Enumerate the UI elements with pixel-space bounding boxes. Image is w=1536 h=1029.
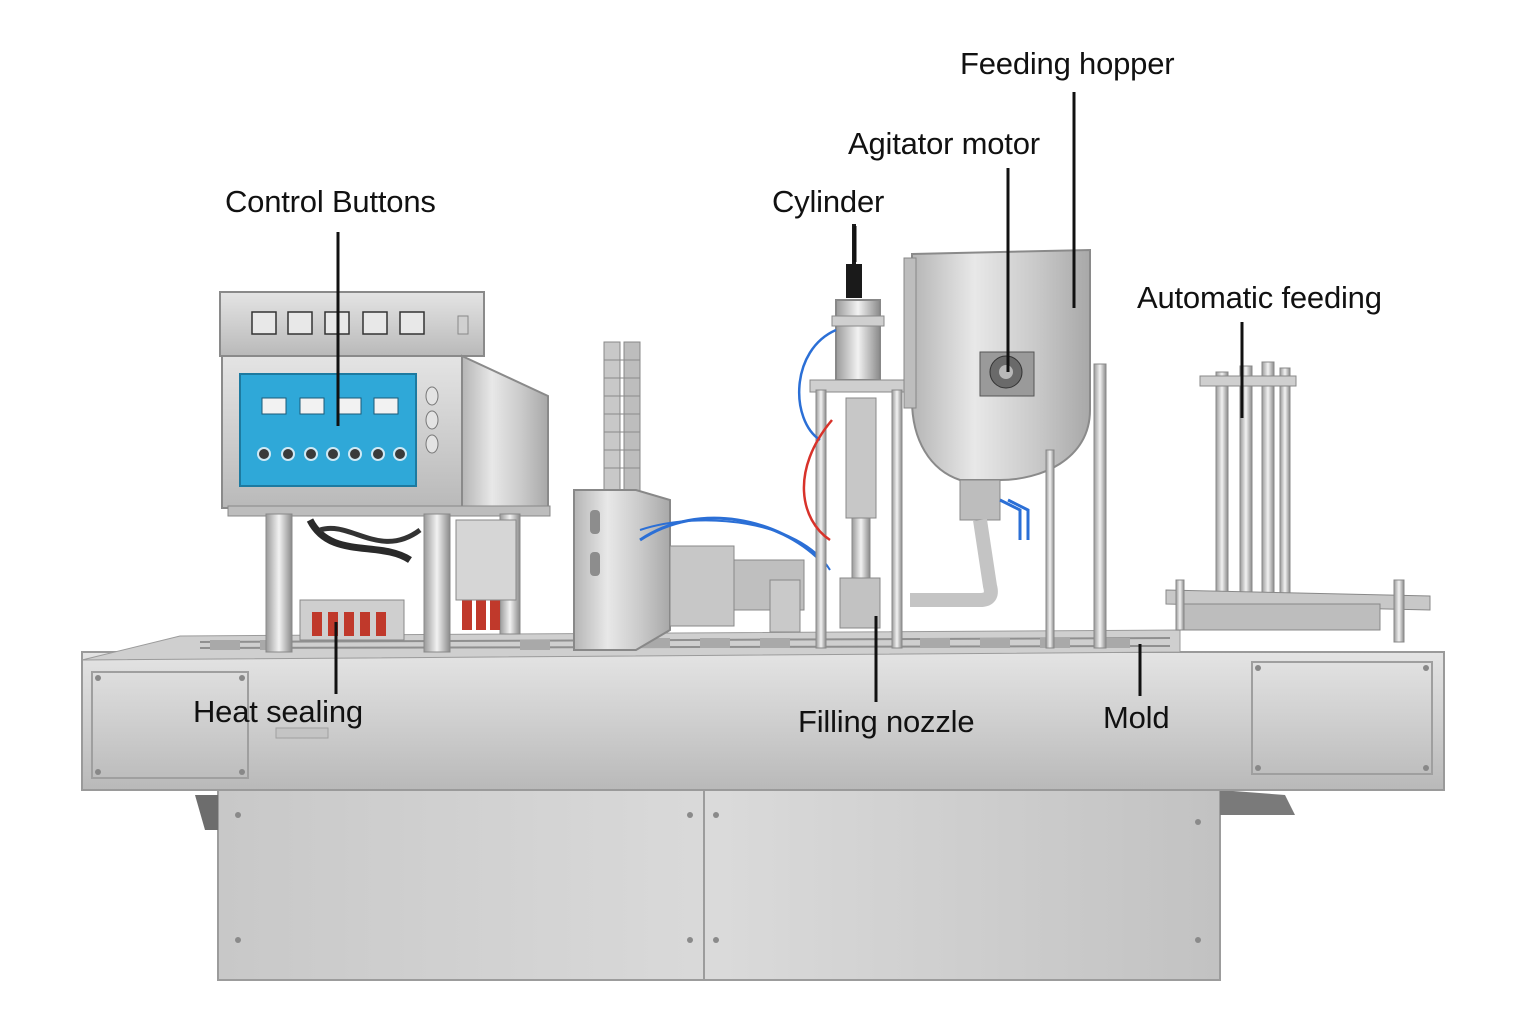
red-cup-holders bbox=[312, 600, 500, 636]
cylinder-body bbox=[835, 299, 881, 381]
label-cylinder: Cylinder bbox=[772, 184, 885, 219]
agitator-motor-flange bbox=[979, 351, 1035, 397]
leader-lines bbox=[334, 92, 1244, 702]
table-body bbox=[81, 651, 1445, 791]
filling-station bbox=[797, 224, 907, 649]
lower-cabinet bbox=[195, 789, 1295, 981]
filling-nozzle-block bbox=[839, 577, 881, 629]
label-control-buttons: Control Buttons bbox=[225, 184, 436, 219]
heat-sealing-station bbox=[265, 513, 521, 653]
label-agitator-motor: Agitator motor bbox=[848, 126, 1040, 161]
control-box bbox=[219, 291, 551, 517]
cup-dropper bbox=[573, 341, 831, 651]
control-panel bbox=[239, 373, 417, 487]
label-automatic-feeding: Automatic feeding bbox=[1137, 280, 1382, 315]
label-mold: Mold bbox=[1103, 700, 1170, 735]
automatic-feeding-unit bbox=[1165, 361, 1431, 643]
feeding-hopper bbox=[903, 248, 1107, 649]
label-heat-sealing: Heat sealing bbox=[193, 694, 363, 729]
label-filling-nozzle: Filling nozzle bbox=[798, 704, 975, 739]
label-feeding-hopper: Feeding hopper bbox=[960, 46, 1175, 81]
gauge-row bbox=[251, 311, 425, 335]
control-knobs bbox=[257, 447, 407, 461]
